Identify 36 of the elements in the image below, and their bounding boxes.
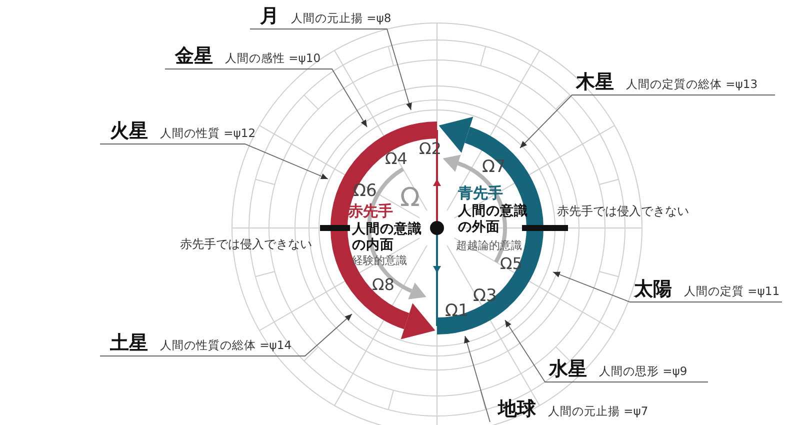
note-text: 赤先手では侵入できない — [180, 238, 312, 252]
caption-text: 人間の定質の総体 =ψ13 — [626, 78, 758, 92]
leader-line — [464, 336, 490, 422]
planet-name: 土星 — [110, 334, 148, 353]
leader-line — [100, 144, 328, 180]
section-title: 赤先手 — [348, 203, 393, 220]
section-caption: 超越論的意識 — [456, 240, 522, 253]
leader-line — [250, 28, 412, 110]
omega-label: Ω4 — [385, 150, 408, 168]
caption-text: 人間の思形 =ψ9 — [599, 365, 688, 379]
omega-label: Ω8 — [372, 276, 394, 294]
leader-line — [164, 68, 368, 128]
section-title: 青先手 — [458, 185, 503, 202]
planet-name: 木星 — [576, 73, 614, 92]
omega-label: Ω1 — [445, 302, 469, 322]
caption-text: 人間の定質 =ψ11 — [684, 285, 780, 299]
leader-line — [100, 314, 352, 356]
caption-text: 人間の性質 =ψ12 — [160, 127, 256, 141]
caption-text: 人間の元止揚 =ψ7 — [548, 405, 648, 419]
caption-text: 人間の感性 =ψ10 — [225, 52, 321, 66]
omega-label: Ω7 — [482, 158, 506, 178]
omega-symbol: Ω — [400, 184, 420, 214]
omega-label: Ω3 — [473, 287, 497, 307]
leader-line — [504, 320, 708, 382]
planet-name: 金星 — [175, 47, 213, 66]
planet-name: 水星 — [549, 360, 587, 379]
caption-text: 人間の性質の総体 =ψ14 — [160, 339, 292, 353]
planet-name: 月 — [260, 7, 279, 26]
planet-name: 太陽 — [634, 280, 672, 299]
caption-text: 人間の元止揚 =ψ8 — [291, 12, 392, 26]
planet-name: 火星 — [110, 122, 148, 141]
leader-line — [520, 94, 776, 148]
section-label: 人間の意識の内面 — [352, 222, 423, 254]
leader-line — [552, 272, 782, 302]
note-text: 赤先手では侵入できない — [557, 205, 689, 219]
planet-name: 地球 — [498, 400, 536, 419]
